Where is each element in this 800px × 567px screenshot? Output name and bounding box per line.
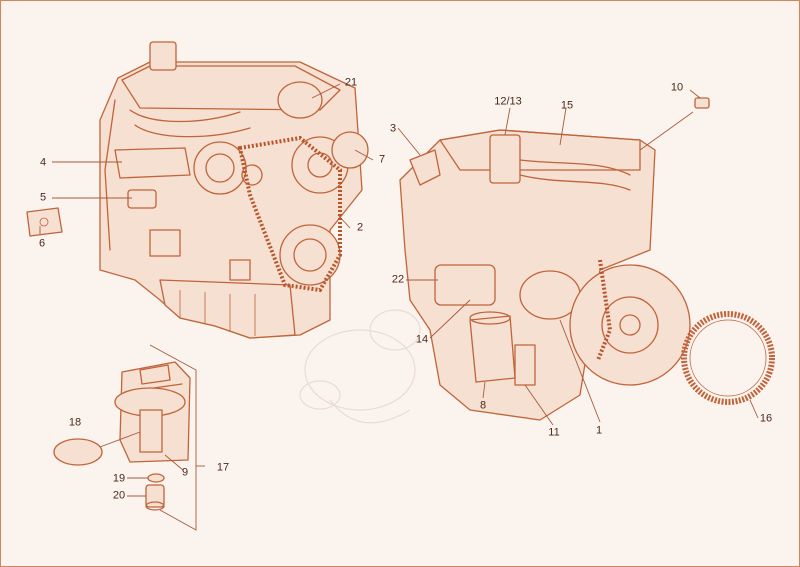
callout-4: 4 <box>39 156 47 169</box>
callout-5: 5 <box>39 191 47 204</box>
callout-8: 8 <box>479 399 487 412</box>
callout-21: 21 <box>344 76 358 89</box>
callout-22: 22 <box>391 273 405 286</box>
callout-10: 10 <box>670 81 684 94</box>
callout-19: 19 <box>112 472 126 485</box>
callout-7: 7 <box>378 153 386 166</box>
right-engine <box>399 97 710 421</box>
watermark-mascot <box>299 309 421 424</box>
callout-1: 1 <box>595 424 603 437</box>
callout-17: 17 <box>216 461 230 474</box>
left-engine <box>26 41 369 339</box>
callout-9: 9 <box>181 466 189 479</box>
callout-2: 2 <box>356 221 364 234</box>
callout-16: 16 <box>759 412 773 425</box>
callout-14: 14 <box>415 333 429 346</box>
callout-12-13: 12/13 <box>494 95 522 108</box>
leader-lines <box>39 83 759 531</box>
callout-11: 11 <box>548 426 560 439</box>
ring-gear <box>681 311 775 405</box>
filter-assembly <box>53 361 191 511</box>
callout-20: 20 <box>112 489 126 502</box>
callout-15: 15 <box>560 99 574 112</box>
callout-6: 6 <box>38 237 46 250</box>
callout-3: 3 <box>389 122 397 135</box>
callout-18: 18 <box>68 416 82 429</box>
